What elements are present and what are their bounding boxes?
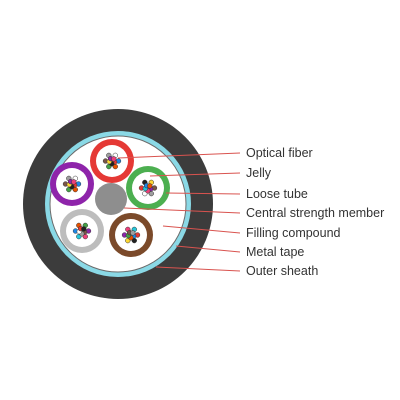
label-optical-fiber: Optical fiber (246, 146, 313, 160)
loose-tube-grey (60, 209, 104, 253)
loose-tube-green (126, 166, 170, 210)
optical-fibers (138, 179, 158, 197)
label-jelly: Jelly (246, 166, 272, 180)
loose-tube-red (90, 139, 134, 183)
label-central-strength-member: Central strength member (246, 206, 385, 220)
optical-fiber (111, 156, 117, 162)
jelly (132, 172, 164, 204)
optical-fiber (71, 179, 77, 185)
jelly (56, 168, 88, 200)
loose-tube-brown (109, 213, 153, 257)
optical-fibers (102, 152, 122, 170)
optical-fiber (130, 230, 136, 236)
optical-fiber (147, 183, 153, 189)
leader-metal-tape (175, 245, 241, 253)
jelly (96, 145, 128, 177)
central-strength-member (95, 183, 127, 215)
loose-tube-purple (50, 162, 94, 206)
label-loose-tube: Loose tube (246, 187, 308, 201)
optical-fibers (72, 222, 92, 240)
leader-outer-sheath (155, 266, 241, 272)
leader-loose-tube (165, 192, 241, 195)
label-outer-sheath: Outer sheath (246, 264, 319, 278)
jelly (66, 215, 98, 247)
optical-fiber (81, 226, 87, 232)
leader-central-strength-member (123, 207, 241, 214)
optical-fibers (62, 175, 82, 193)
leader-filling-compound (162, 225, 241, 234)
optical-fibers (121, 226, 141, 244)
label-metal-tape: Metal tape (246, 245, 305, 259)
jelly (115, 219, 147, 251)
leader-jelly (149, 172, 241, 177)
leader-optical-fiber (117, 152, 241, 159)
label-filling-compound: Filling compound (246, 226, 341, 240)
